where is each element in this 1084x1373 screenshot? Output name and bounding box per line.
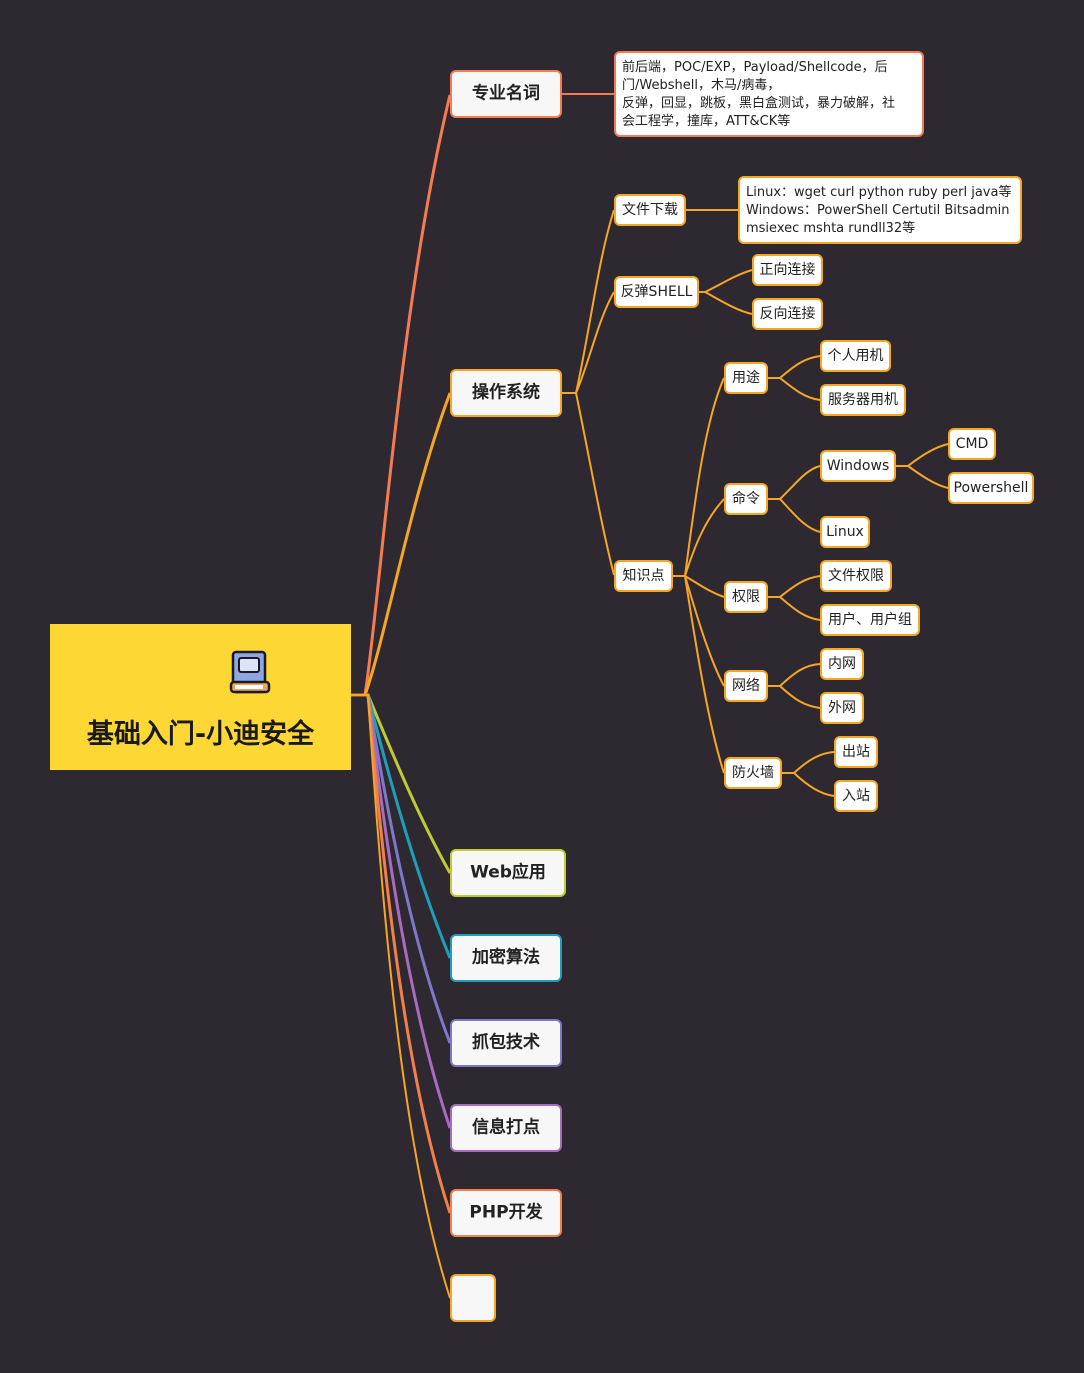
node-firewall[interactable]: 防火墙 bbox=[724, 757, 782, 789]
node-inbound[interactable]: 入站 bbox=[834, 780, 878, 812]
node-extranet[interactable]: 外网 bbox=[820, 692, 864, 724]
root-topic[interactable]: 基础入门-小迪安全 bbox=[50, 624, 351, 770]
branch-php[interactable]: PHP开发 bbox=[450, 1189, 562, 1237]
branch-empty[interactable] bbox=[450, 1274, 496, 1322]
branch-os[interactable]: 操作系统 bbox=[450, 369, 562, 417]
node-intranet[interactable]: 内网 bbox=[820, 648, 864, 680]
node-user-group[interactable]: 用户、用户组 bbox=[820, 604, 920, 636]
branch-packet-capture[interactable]: 抓包技术 bbox=[450, 1019, 562, 1067]
download-note[interactable]: Linux：wget curl python ruby perl java等 W… bbox=[738, 176, 1022, 244]
node-powershell[interactable]: Powershell bbox=[948, 472, 1034, 504]
node-file-permission[interactable]: 文件权限 bbox=[820, 560, 892, 592]
root-title: 基础入门-小迪安全 bbox=[86, 719, 315, 750]
node-windows[interactable]: Windows bbox=[820, 450, 896, 482]
node-knowledge[interactable]: 知识点 bbox=[614, 560, 673, 592]
node-file-download[interactable]: 文件下载 bbox=[614, 194, 686, 226]
node-linux[interactable]: Linux bbox=[820, 516, 870, 548]
node-forward-connection[interactable]: 正向连接 bbox=[752, 254, 823, 286]
node-server-machine[interactable]: 服务器用机 bbox=[820, 384, 906, 416]
node-outbound[interactable]: 出站 bbox=[834, 736, 878, 768]
node-network[interactable]: 网络 bbox=[724, 670, 768, 702]
terms-note[interactable]: 前后端，POC/EXP，Payload/Shellcode，后 门/Webshe… bbox=[614, 51, 924, 137]
node-permission[interactable]: 权限 bbox=[724, 581, 768, 613]
branch-web[interactable]: Web应用 bbox=[450, 849, 566, 897]
branch-recon[interactable]: 信息打点 bbox=[450, 1104, 562, 1152]
branch-crypto[interactable]: 加密算法 bbox=[450, 934, 562, 982]
branch-terms[interactable]: 专业名词 bbox=[450, 70, 562, 118]
book-icon bbox=[229, 650, 271, 694]
node-reverse-shell[interactable]: 反弹SHELL bbox=[614, 276, 699, 308]
node-command[interactable]: 命令 bbox=[724, 483, 768, 515]
node-reverse-connection[interactable]: 反向连接 bbox=[752, 298, 823, 330]
node-personal-machine[interactable]: 个人用机 bbox=[820, 340, 891, 372]
node-cmd[interactable]: CMD bbox=[948, 428, 996, 460]
node-usage[interactable]: 用途 bbox=[724, 362, 768, 394]
